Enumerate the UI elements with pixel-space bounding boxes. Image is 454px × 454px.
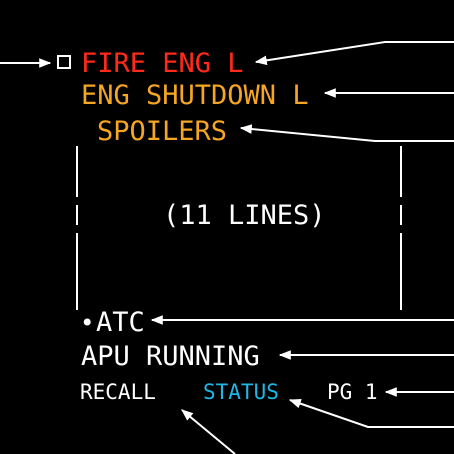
page-indicator: PG 1 — [327, 380, 378, 404]
status-label: STATUS — [203, 380, 279, 404]
checkbox-icon — [57, 55, 71, 69]
warning-message: FIRE ENG L — [81, 48, 244, 79]
line-count-label: (11 LINES) — [163, 200, 326, 231]
caution-message: ENG SHUTDOWN L — [81, 80, 309, 111]
communication-message: ATC — [96, 307, 145, 338]
recall-label: RECALL — [80, 380, 156, 404]
arrow-icon — [181, 409, 236, 454]
indented-caution-message: SPOILERS — [97, 116, 228, 147]
arrow-icon — [254, 41, 454, 66]
memo-message: APU RUNNING — [81, 341, 260, 372]
arrow-icon — [288, 398, 454, 428]
arrow-icon — [239, 124, 454, 142]
communication-marker: • — [80, 309, 95, 337]
